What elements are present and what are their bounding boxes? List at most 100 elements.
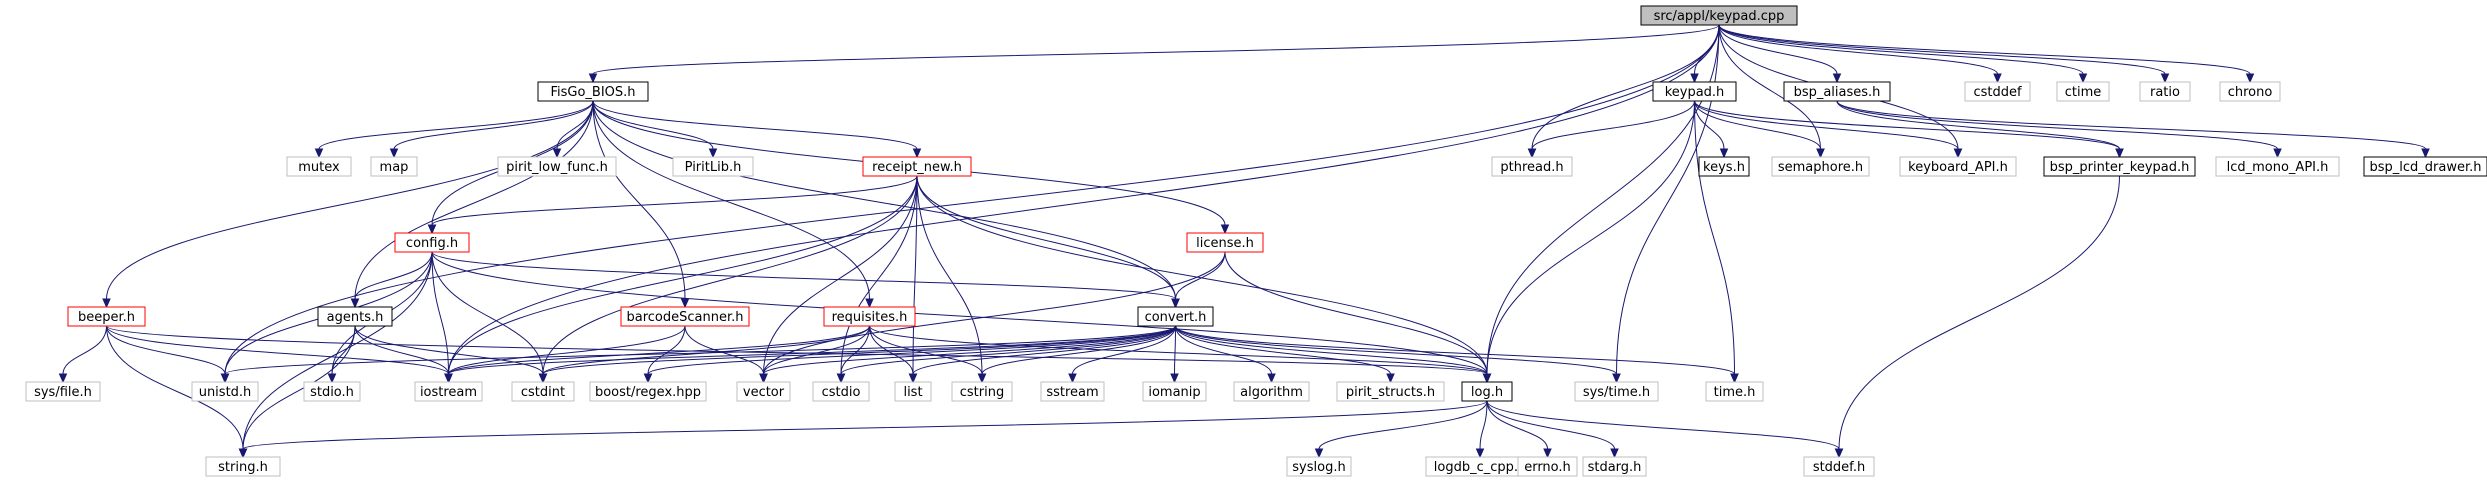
- edge-receipt_new-to-convert: [916, 175, 1180, 309]
- node-box: [1040, 381, 1105, 402]
- edge-keypad_cpp-to-sys_time: [1612, 24, 1720, 384]
- edge-log-to-string_h: [238, 400, 1488, 459]
- edge-convert-to-iostream: [444, 325, 1176, 384]
- edge-fisgo-to-beeper: [102, 100, 594, 309]
- node-box: [1705, 381, 1764, 402]
- edge-config-to-cstdint: [431, 251, 548, 384]
- node-box: [2219, 81, 2281, 102]
- node-box: [1899, 156, 2017, 177]
- node-box: [2139, 81, 2191, 102]
- node-sstream: sstream: [1040, 381, 1105, 402]
- node-label: stdio.h: [310, 385, 354, 400]
- node-box: [736, 381, 791, 402]
- node-label: config.h: [406, 236, 458, 251]
- node-box: [1652, 81, 1737, 102]
- node-label: cstdint: [521, 385, 565, 400]
- node-license[interactable]: license.h: [1186, 232, 1264, 253]
- edge-keypad_cpp-to-fisgo: [588, 24, 1720, 84]
- node-box: [1964, 81, 2031, 102]
- node-barcodescanner[interactable]: barcodeScanner.h: [620, 306, 750, 327]
- edge-keypad_h-to-pthread: [1527, 100, 1695, 159]
- node-receipt_new[interactable]: receipt_new.h: [862, 156, 972, 177]
- edge-keypad_cpp-to-cstddef: [1718, 24, 2002, 84]
- edge-fisgo-to-receipt_new: [592, 100, 922, 159]
- node-boost_regex: boost/regex.hpp: [589, 381, 707, 402]
- node-box: [303, 381, 361, 402]
- edge-keypad_h-to-bsp_printer_keypad: [1694, 100, 2124, 159]
- node-cstdio: cstdio: [812, 381, 870, 402]
- node-fisgo[interactable]: FisGo_BIOS.h: [537, 81, 649, 102]
- node-convert[interactable]: convert.h: [1137, 306, 1214, 327]
- node-beeper[interactable]: beeper.h: [67, 306, 146, 327]
- node-box: [1698, 156, 1750, 177]
- node-mutex: mutex: [286, 156, 352, 177]
- node-label: boost/regex.hpp: [595, 385, 701, 400]
- node-label: barcodeScanner.h: [627, 310, 744, 325]
- node-keys[interactable]: keys.h: [1698, 156, 1750, 177]
- node-label: list: [903, 385, 922, 400]
- node-map: map: [370, 156, 418, 177]
- node-stddef: stddef.h: [1803, 456, 1875, 477]
- node-box: [1491, 156, 1573, 177]
- node-box: [25, 381, 101, 402]
- node-label: bsp_aliases.h: [1794, 85, 1881, 100]
- node-label: convert.h: [1145, 310, 1207, 325]
- node-label: chrono: [2228, 85, 2273, 100]
- node-box: [370, 156, 418, 177]
- node-box: [1461, 381, 1513, 402]
- edge-convert-to-sys_time: [1175, 325, 1621, 384]
- node-box: [894, 381, 932, 402]
- edge-convert-to-cstdint: [538, 325, 1176, 384]
- node-requisites[interactable]: requisites.h: [823, 306, 916, 327]
- node-pirit_low_func: pirit_low_func.h: [497, 156, 617, 177]
- node-label: beeper.h: [78, 310, 135, 325]
- node-label: semaphore.h: [1778, 160, 1863, 175]
- edge-fisgo-to-mutex: [314, 100, 594, 159]
- node-box: [394, 232, 470, 253]
- node-box: [812, 381, 870, 402]
- node-bsp_lcd_drawer[interactable]: bsp_lcd_drawer.h: [2363, 156, 2487, 177]
- node-bsp_printer_keypad[interactable]: bsp_printer_keypad.h: [2043, 156, 2196, 177]
- node-box: [1233, 381, 1310, 402]
- node-box: [862, 156, 972, 177]
- node-list: list: [894, 381, 932, 402]
- node-label: pthread.h: [1500, 160, 1563, 175]
- edge-config-to-string_h: [238, 251, 433, 459]
- edge-bsp_printer_keypad-to-stddef: [1834, 175, 2120, 459]
- edge-convert-to-boost_regex: [643, 325, 1176, 384]
- edge-keypad_cpp-to-log: [1482, 24, 1720, 384]
- node-bsp_aliases[interactable]: bsp_aliases.h: [1783, 81, 1891, 102]
- node-box: [1286, 456, 1352, 477]
- node-box: [1517, 456, 1578, 477]
- node-cstdint: cstdint: [511, 381, 575, 402]
- node-chrono: chrono: [2219, 81, 2281, 102]
- edge-config-to-convert: [431, 251, 1180, 309]
- edge-agents-to-stdio: [327, 325, 356, 384]
- node-syslog: syslog.h: [1286, 456, 1352, 477]
- node-label: FisGo_BIOS.h: [550, 85, 635, 100]
- node-box: [67, 306, 146, 327]
- edge-requisites-to-log: [869, 325, 1492, 384]
- node-log[interactable]: log.h: [1461, 381, 1513, 402]
- node-piritlib: PiritLib.h: [672, 156, 754, 177]
- edge-keypad_h-to-semaphore: [1694, 100, 1825, 159]
- node-keypad_cpp[interactable]: src/appl/keypad.cpp: [1640, 5, 1798, 26]
- node-box: [286, 156, 352, 177]
- node-label: keypad.h: [1665, 85, 1725, 100]
- node-box: [1574, 381, 1659, 402]
- edge-bsp_aliases-to-lcd_mono_api: [1836, 100, 2282, 159]
- edge-log-to-logdb: [1475, 400, 1488, 459]
- edge-keypad_cpp-to-chrono: [1718, 24, 2255, 84]
- node-box: [537, 81, 649, 102]
- node-box: [2363, 156, 2487, 177]
- edge-fisgo-to-agents: [350, 100, 594, 309]
- node-agents[interactable]: agents.h: [317, 306, 393, 327]
- node-ratio: ratio: [2139, 81, 2191, 102]
- node-stdio: stdio.h: [303, 381, 361, 402]
- node-label: iostream: [420, 385, 477, 400]
- node-sys_time: sys/time.h: [1574, 381, 1659, 402]
- node-keypad_h[interactable]: keypad.h: [1652, 81, 1737, 102]
- node-config[interactable]: config.h: [394, 232, 470, 253]
- node-label: keyboard_API.h: [1908, 160, 2008, 175]
